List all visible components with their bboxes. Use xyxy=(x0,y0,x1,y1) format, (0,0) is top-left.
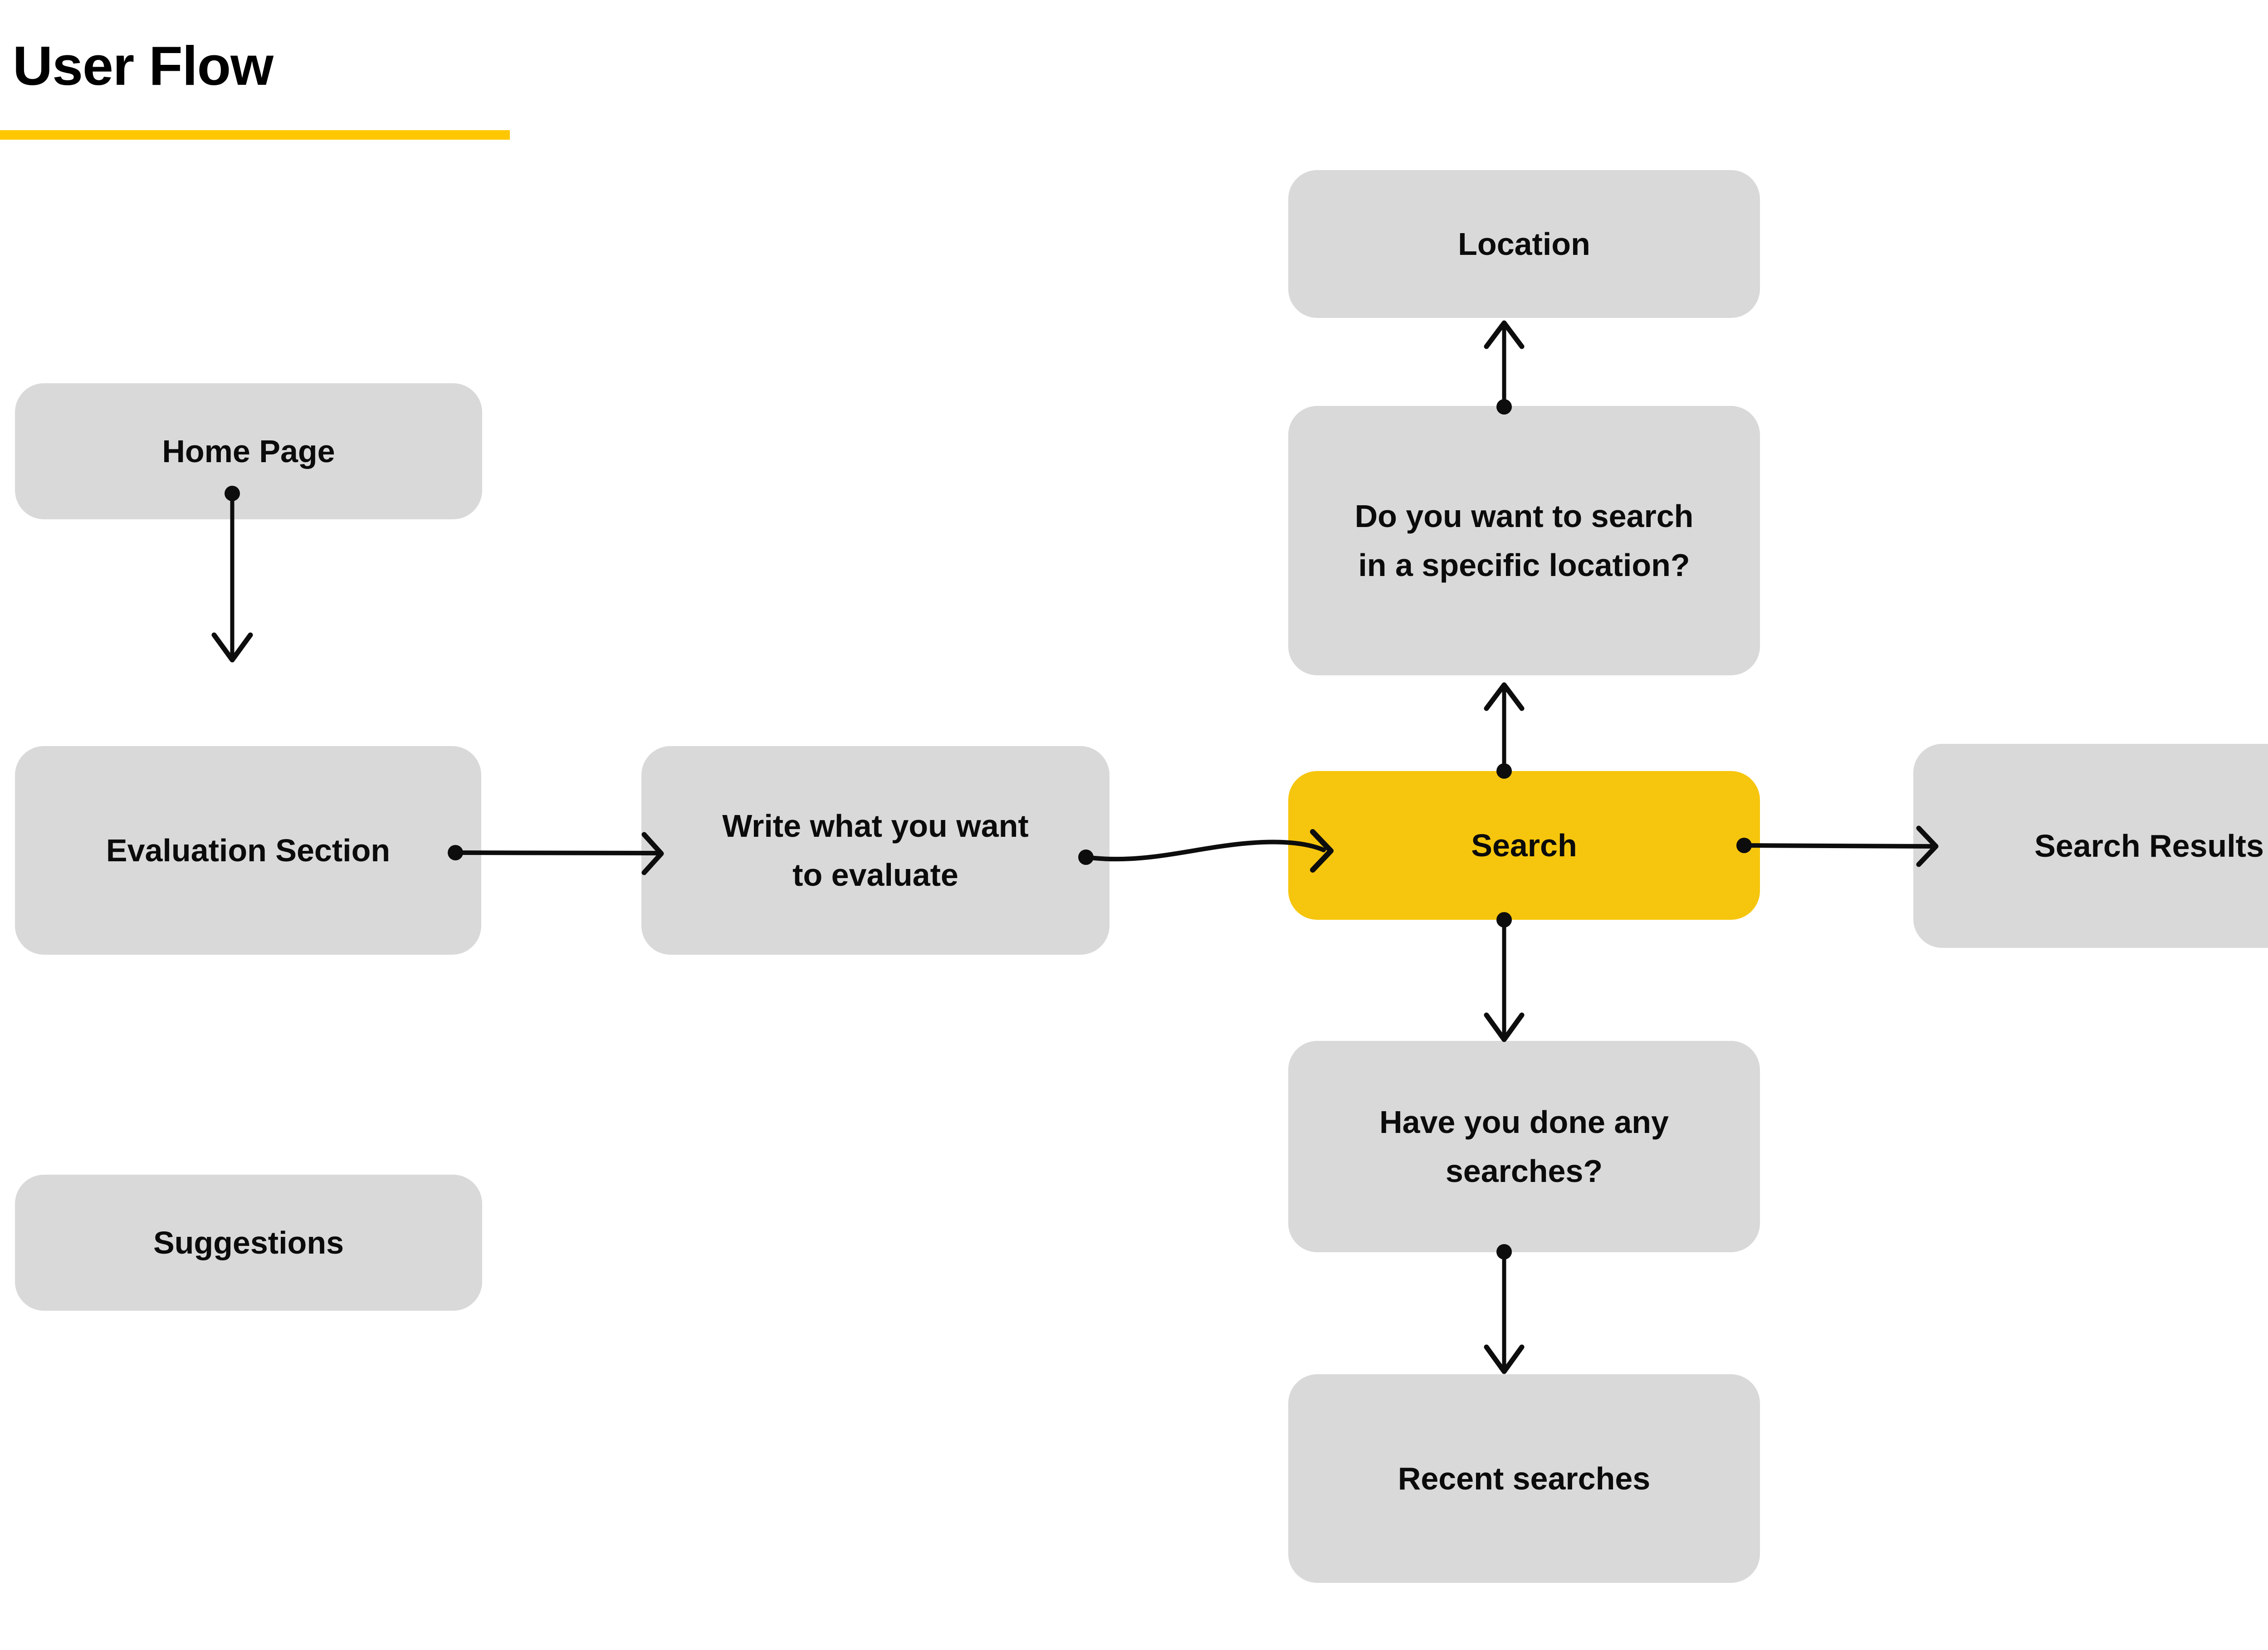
connector-have-you-done-any-searches--recent-searches xyxy=(1484,1244,1525,1374)
node-specific-location-question: Do you want to search in a specific loca… xyxy=(1288,406,1760,675)
node-label: Location xyxy=(1458,226,1590,262)
node-write-what-you-want-to-evaluate: Write what you want to evaluate xyxy=(641,746,1110,955)
node-label: Have you done any searches? xyxy=(1379,1104,1669,1189)
node-search-results: Search Results xyxy=(1913,744,2268,948)
node-label: Recent searches xyxy=(1398,1460,1651,1496)
connector-search--have-you-done-any-searches xyxy=(1484,912,1525,1042)
connector-search--specific-location-question xyxy=(1484,682,1525,779)
node-recent-searches: Recent searches xyxy=(1288,1374,1760,1583)
arrow-down-icon xyxy=(1484,1012,1525,1042)
node-evaluation-section: Evaluation Section xyxy=(15,746,481,955)
node-label: Evaluation Section xyxy=(106,832,391,868)
node-suggestions: Suggestions xyxy=(15,1175,482,1311)
node-have-you-done-any-searches: Have you done any searches? xyxy=(1288,1041,1760,1252)
node-search: Search xyxy=(1288,771,1760,920)
node-home-page: Home Page xyxy=(15,383,482,519)
node-label: Search Results xyxy=(2034,828,2264,864)
node-label: Do you want to search in a specific loca… xyxy=(1354,498,1694,583)
arrow-up-icon xyxy=(1484,682,1525,711)
node-label: Home Page xyxy=(162,433,335,469)
node-label: Search xyxy=(1471,827,1577,863)
arrow-up-icon xyxy=(1484,320,1525,349)
node-location: Location xyxy=(1288,170,1760,318)
page-title: User Flow xyxy=(13,35,274,97)
node-label: Write what you want to evaluate xyxy=(722,808,1029,893)
arrow-down-icon xyxy=(211,632,253,663)
connector-search--search-results xyxy=(1736,825,1939,867)
edge-line xyxy=(1742,843,1932,849)
connector-specific-location-question--location xyxy=(1484,320,1525,415)
node-label: Suggestions xyxy=(153,1225,344,1260)
title-underline xyxy=(0,130,510,140)
arrow-down-icon xyxy=(1484,1344,1525,1374)
